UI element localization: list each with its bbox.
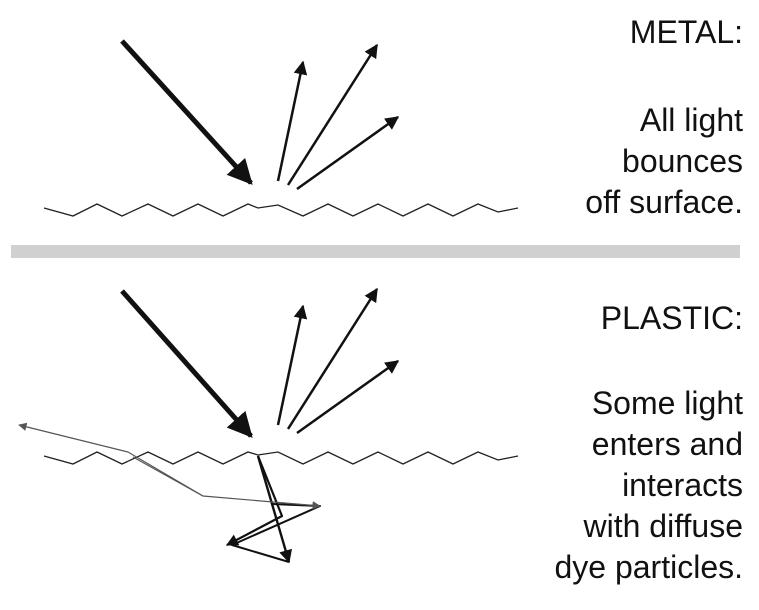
plastic-reflected-ray-1 bbox=[276, 304, 308, 426]
scatter-ray-right bbox=[132, 456, 321, 510]
plastic-caption: Some light enters and interacts with dif… bbox=[554, 383, 743, 588]
metal-surface bbox=[43, 203, 519, 217]
metal-caption-line: All light bbox=[639, 102, 743, 138]
metal-caption-line: off surface. bbox=[585, 184, 743, 220]
plastic-caption-line: enters and bbox=[591, 426, 743, 462]
plastic-heading-text: PLASTIC: bbox=[600, 300, 743, 336]
metal-panel bbox=[43, 39, 519, 217]
plastic-surface bbox=[43, 451, 519, 465]
plastic-caption-line: dye particles. bbox=[554, 549, 743, 585]
plastic-caption-line: interacts bbox=[622, 467, 743, 503]
plastic-panel bbox=[18, 287, 519, 564]
metal-reflected-ray-3 bbox=[296, 115, 400, 191]
plastic-reflected-ray-2 bbox=[286, 287, 379, 430]
metal-reflected-ray-2 bbox=[286, 43, 379, 186]
plastic-caption-line: with diffuse bbox=[583, 508, 744, 544]
panel-divider bbox=[11, 245, 740, 258]
plastic-caption-line: Some light bbox=[591, 385, 743, 421]
metal-reflected-ray-1 bbox=[276, 60, 308, 182]
subsurface-zigzag bbox=[256, 455, 292, 564]
metal-heading-text: METAL: bbox=[629, 14, 743, 50]
plastic-heading: PLASTIC: bbox=[601, 298, 743, 339]
plastic-incident-ray bbox=[120, 289, 253, 438]
subsurface-zigzag-return bbox=[231, 503, 321, 563]
subsurface-bounce-path bbox=[225, 455, 284, 546]
scatter-ray-left bbox=[18, 422, 204, 497]
metal-caption: All light bounces off surface. bbox=[585, 100, 743, 223]
metal-caption-line: bounces bbox=[622, 143, 743, 179]
metal-heading: METAL: bbox=[630, 12, 743, 53]
metal-incident-ray bbox=[120, 39, 253, 185]
plastic-reflected-ray-3 bbox=[296, 359, 400, 435]
